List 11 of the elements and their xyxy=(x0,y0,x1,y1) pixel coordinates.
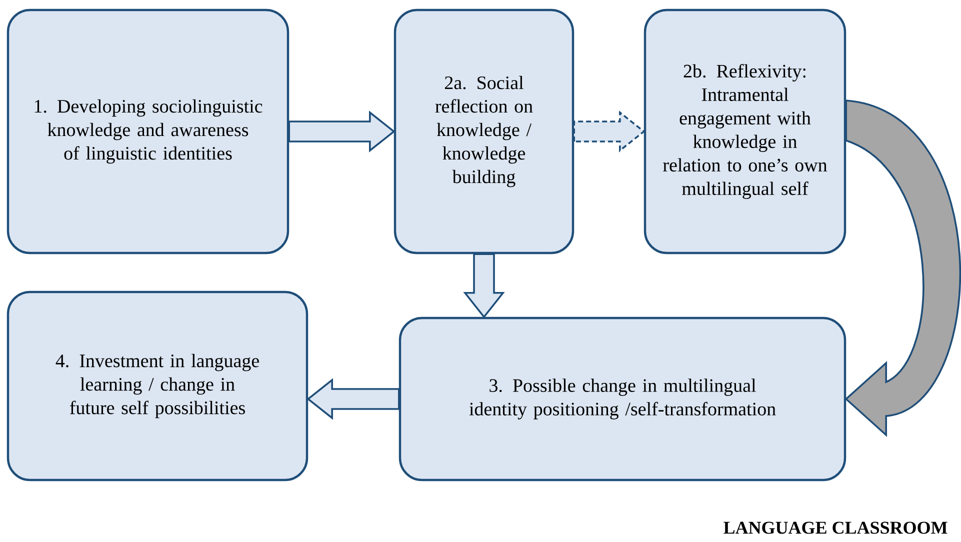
process-box: 3. Possible change in multilingual identity positioning /self-transformation xyxy=(398,316,846,482)
process-box: 2a. Social reflection on knowledge / knowledge building xyxy=(394,8,574,254)
area-label: LANGUAGE CLASSROOM xyxy=(724,522,948,534)
block-arrow xyxy=(288,110,396,152)
block-arrow xyxy=(306,378,400,420)
process-box: 1. Developing sociolinguistic knowledge and awareness of linguistic identities xyxy=(6,8,290,254)
block-arrow xyxy=(845,100,961,436)
process-box: 2b. Reflexivity: Intramental engagement with knowledge in relation to one’s own multilingual self xyxy=(644,8,846,254)
block-arrow xyxy=(463,253,505,318)
process-box: 4. Investment in language learning / change in future self possibilities xyxy=(6,290,308,482)
block-arrow xyxy=(573,110,646,152)
